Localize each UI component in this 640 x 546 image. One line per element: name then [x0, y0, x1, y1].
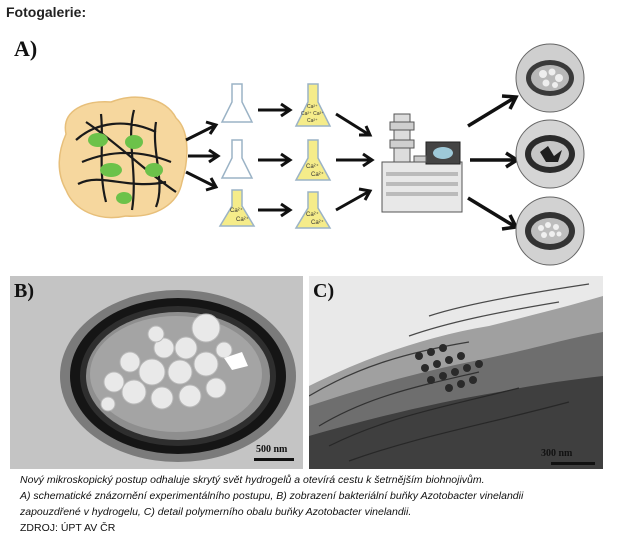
caption-source: ZDROJ: ÚPT AV ČR	[20, 522, 116, 534]
panel-a-label: A)	[14, 36, 37, 61]
arrow-group-2	[258, 102, 293, 218]
panel-c-micrograph: C) 300 nm	[309, 276, 603, 469]
flask-icon	[220, 83, 254, 123]
panel-a-schematic: A) Ca²⁺ Ca²⁺ Ca²⁺ Ca²⁺ Ca²⁺ Ca²⁺	[14, 36, 585, 266]
polymer-detail-image	[309, 276, 603, 469]
figure-caption: Nový mikroskopický postup odhaluje skryt…	[20, 472, 620, 536]
caption-line: A) schematické znázornění experimentální…	[20, 490, 524, 502]
arrow-group-1	[185, 120, 221, 192]
flask-label: Ca²⁺	[311, 171, 324, 178]
flask-label: Ca²⁺	[230, 207, 243, 214]
flask-icon: Ca²⁺ Ca²⁺	[294, 191, 332, 229]
flask-label: Ca²⁺	[236, 216, 249, 223]
result-image-1	[515, 43, 585, 113]
flask-label: Ca²⁺	[307, 118, 318, 124]
flask-label: Ca²⁺	[306, 163, 319, 170]
flask-label: Ca²⁺ Ca²⁺	[301, 111, 324, 117]
result-image-3	[515, 196, 585, 266]
arrow-group-4	[467, 94, 521, 231]
scale-bar-label: 300 nm	[541, 448, 573, 459]
gallery-heading: Fotogalerie:	[6, 4, 87, 20]
caption-line: Nový mikroskopický postup odhaluje skryt…	[20, 474, 485, 486]
flask-icon: Ca²⁺ Ca²⁺ Ca²⁺ Ca²⁺	[294, 83, 332, 127]
scale-bar-label: 500 nm	[256, 444, 288, 455]
cell-micrograph-image	[10, 276, 303, 469]
panel-b-micrograph: B) 500 nm	[10, 276, 303, 469]
flask-label: Ca²⁺	[306, 211, 319, 218]
panel-c-label: C)	[313, 280, 335, 302]
flask-label: Ca²⁺	[311, 219, 324, 226]
panel-b-label: B)	[14, 280, 34, 302]
flask-icon: Ca²⁺ Ca²⁺	[218, 189, 256, 227]
flask-icon: Ca²⁺ Ca²⁺	[294, 139, 332, 181]
arrow-group-3	[335, 112, 375, 212]
hydrogel-blob-icon	[58, 96, 188, 219]
flask-label: Ca²⁺	[307, 104, 318, 110]
result-image-2	[515, 119, 585, 189]
microscope-icon	[381, 113, 463, 213]
caption-line: zapouzdřené v hydrogelu, C) detail polym…	[20, 506, 412, 518]
flask-icon	[220, 139, 254, 179]
